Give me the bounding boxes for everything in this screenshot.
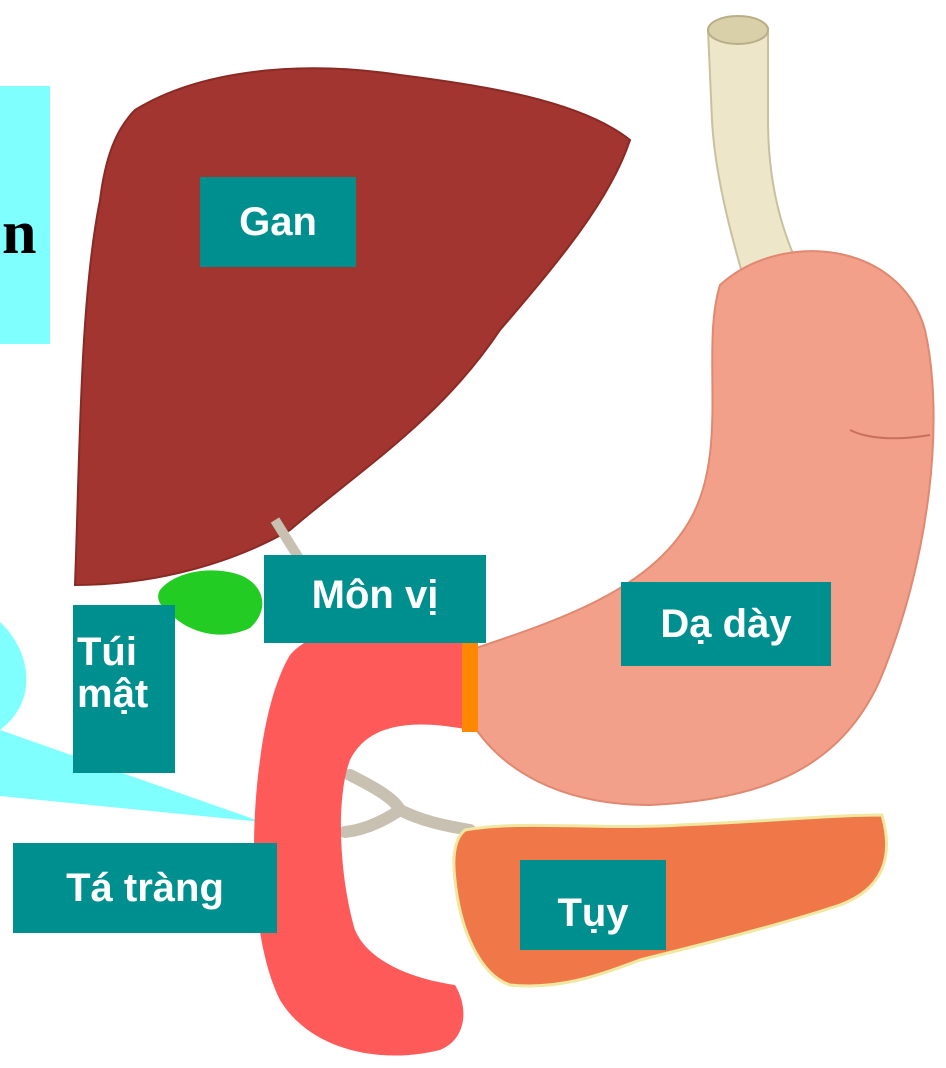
pancreas [454,815,887,986]
label-duodenum: Tá tràng [13,843,277,933]
label-pancreas-text: Tụy [557,891,628,936]
label-pylorus-text: Môn vị [312,573,439,618]
label-liver: Gan [200,177,356,267]
label-gallbladder-line2: mật [77,673,148,715]
pancreatic-ducts [345,775,470,832]
duodenum [254,626,470,1056]
label-stomach-text: Dạ dày [660,602,791,647]
label-liver-text: Gan [239,200,317,245]
liver [75,68,630,585]
label-stomach: Dạ dày [621,582,831,666]
pylorus [462,638,478,732]
stomach [470,251,934,805]
label-pancreas: Tụy [520,860,666,950]
callout-bubble [0,622,26,730]
esophagus-opening [708,16,768,44]
label-gallbladder-line1: Túi [77,631,137,673]
label-gallbladder: Túi mật [73,605,175,773]
label-duodenum-text: Tá tràng [66,866,224,911]
label-pylorus: Môn vị [264,555,486,643]
